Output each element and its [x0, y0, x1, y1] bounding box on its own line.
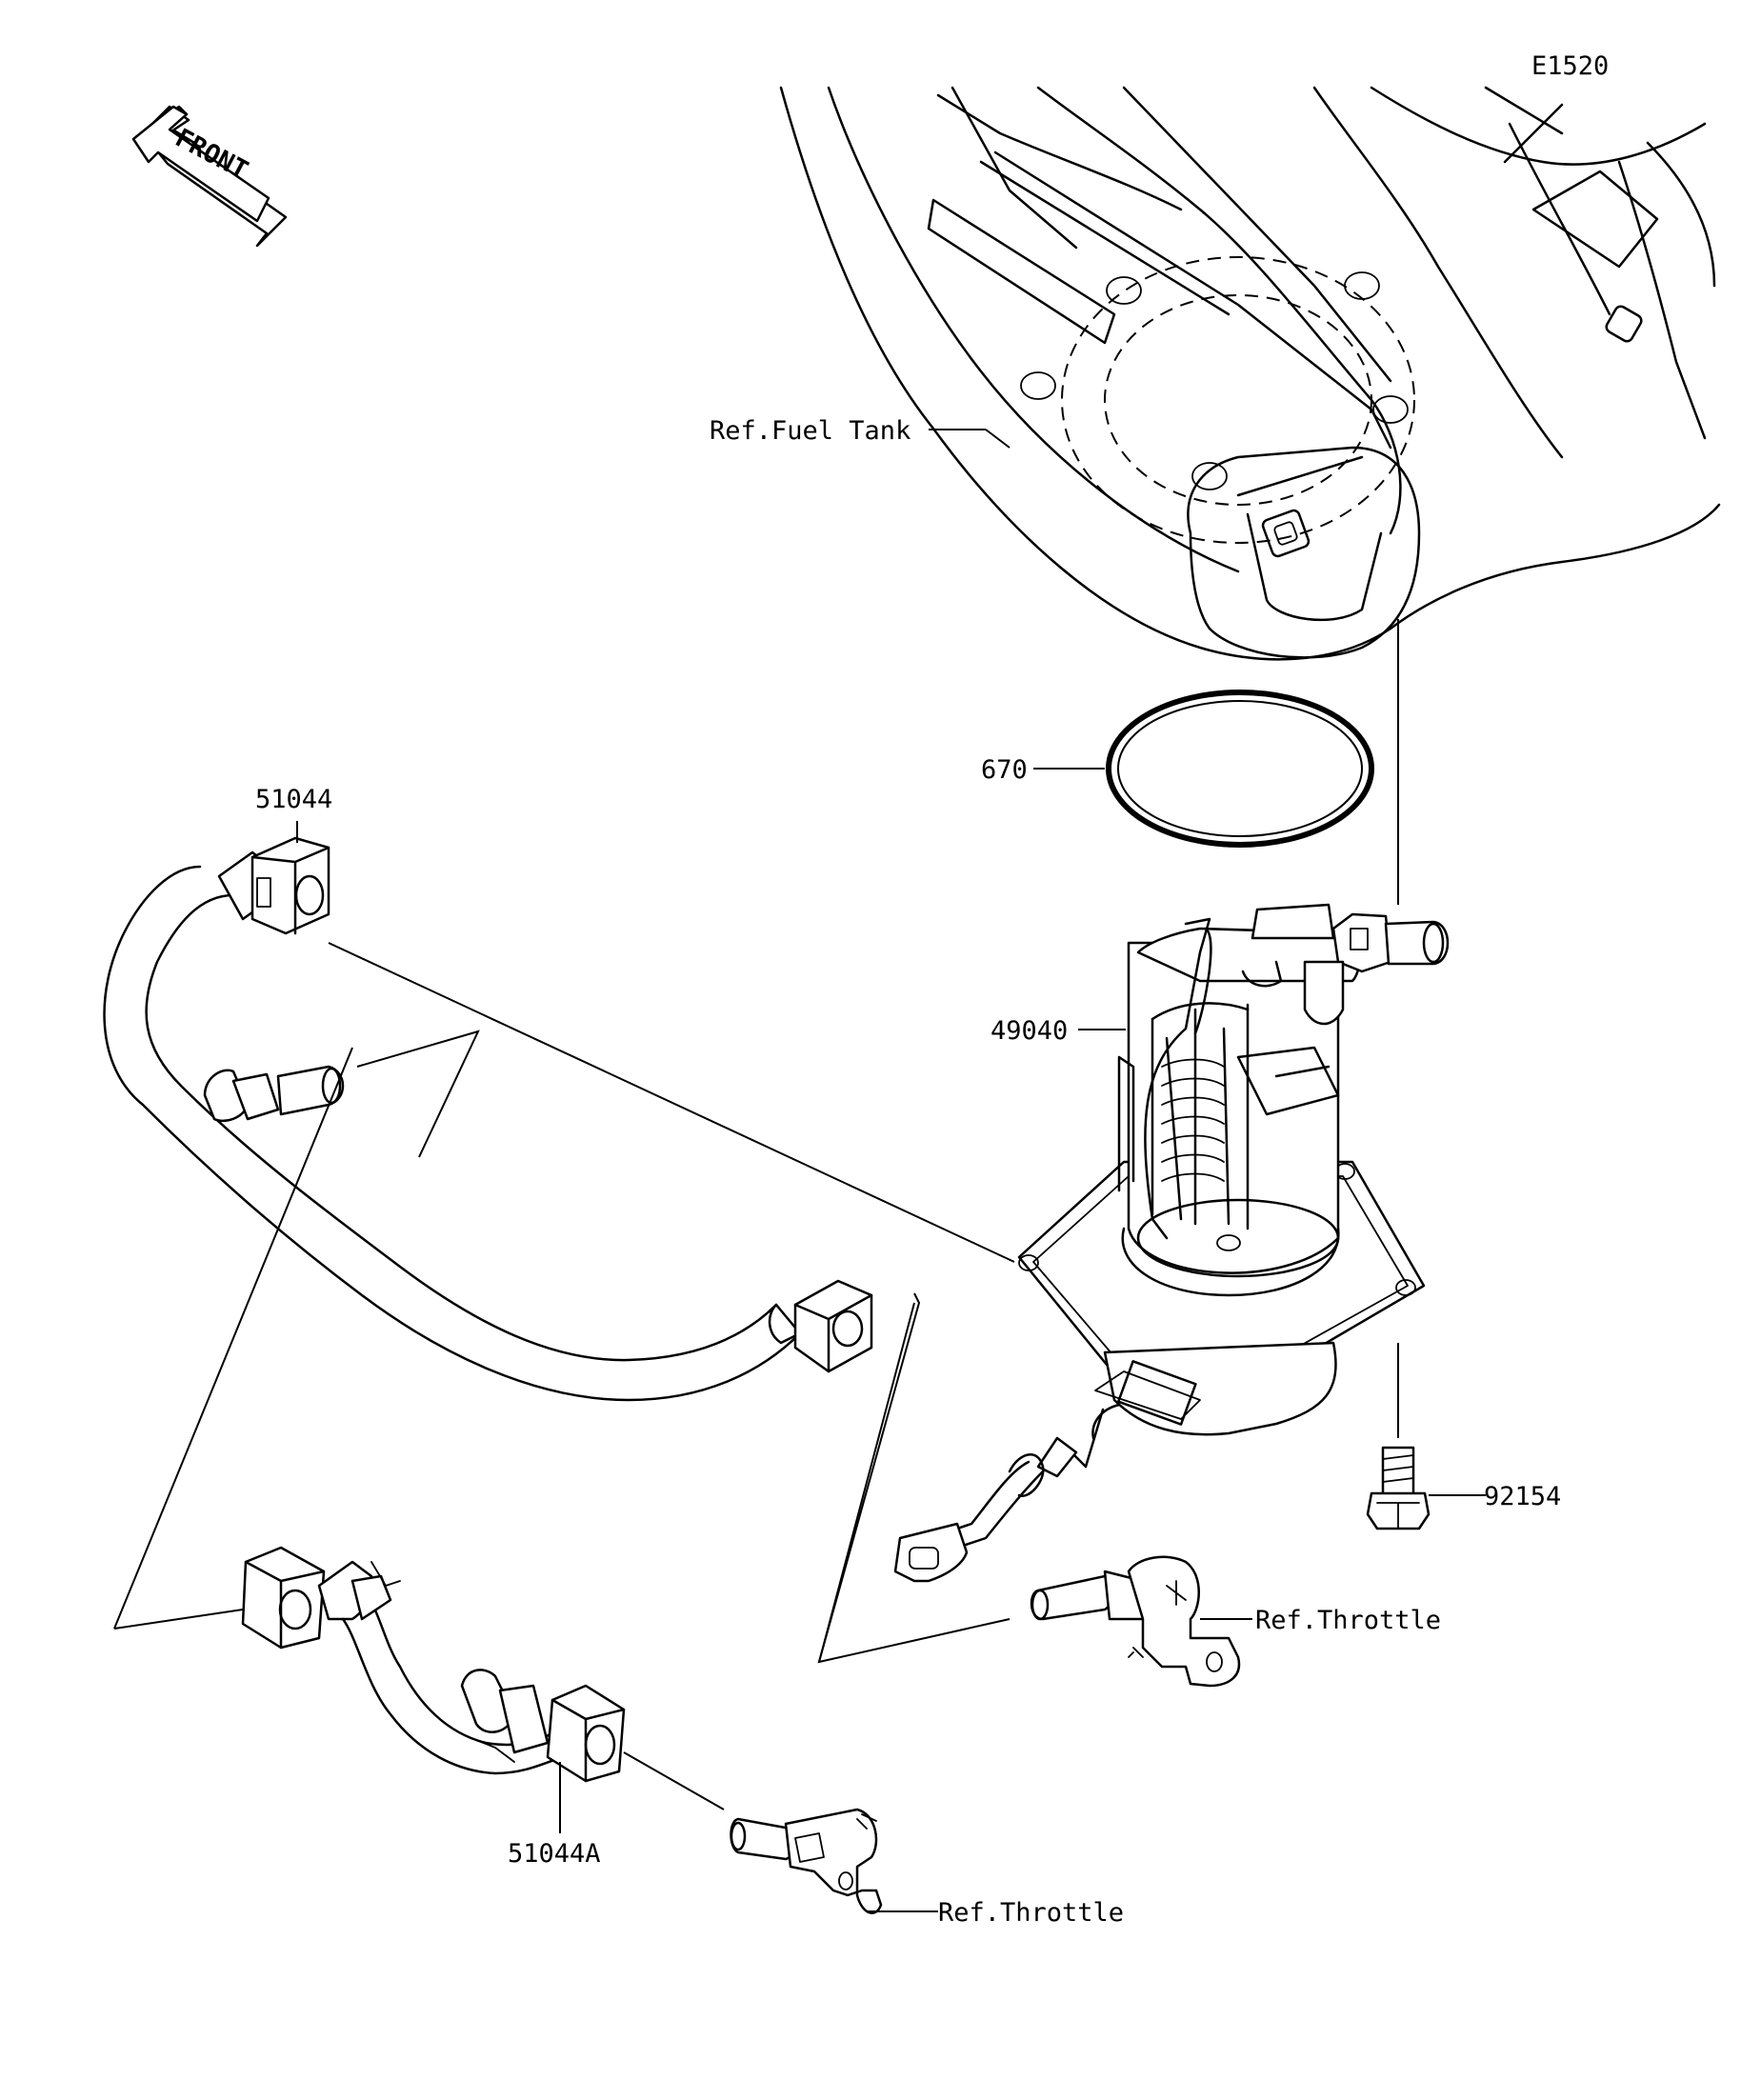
connection-line: [356, 1030, 480, 1158]
fuel-hose-upper-part: [103, 836, 1015, 1402]
fuel-hose-lower-part: [241, 1546, 725, 1810]
o-ring-label: 670: [981, 755, 1028, 785]
fuel-tank-drawing: [779, 86, 1721, 661]
o-ring-part: [1106, 690, 1374, 848]
bolt-label: 92154: [1484, 1482, 1561, 1511]
throttle-fitting-lower: [730, 1808, 883, 1914]
throttle-lower-label: Ref.Throttle: [938, 1898, 1124, 1928]
hose-lower-label: 51044A: [508, 1839, 601, 1869]
diagram-code: E1520: [1531, 51, 1609, 81]
fuel-pump-label: 49040: [991, 1016, 1068, 1046]
fuel-pump-part: [893, 903, 1450, 1583]
throttle-upper-label: Ref.Throttle: [1255, 1606, 1441, 1635]
front-arrow-icon: FRONT: [131, 105, 288, 248]
fuel-tank-label: Ref.Fuel Tank: [710, 416, 911, 446]
bolt-part: [1366, 1446, 1431, 1530]
throttle-fitting-upper: [1030, 1555, 1241, 1688]
hose-upper-label: 51044: [255, 785, 332, 814]
